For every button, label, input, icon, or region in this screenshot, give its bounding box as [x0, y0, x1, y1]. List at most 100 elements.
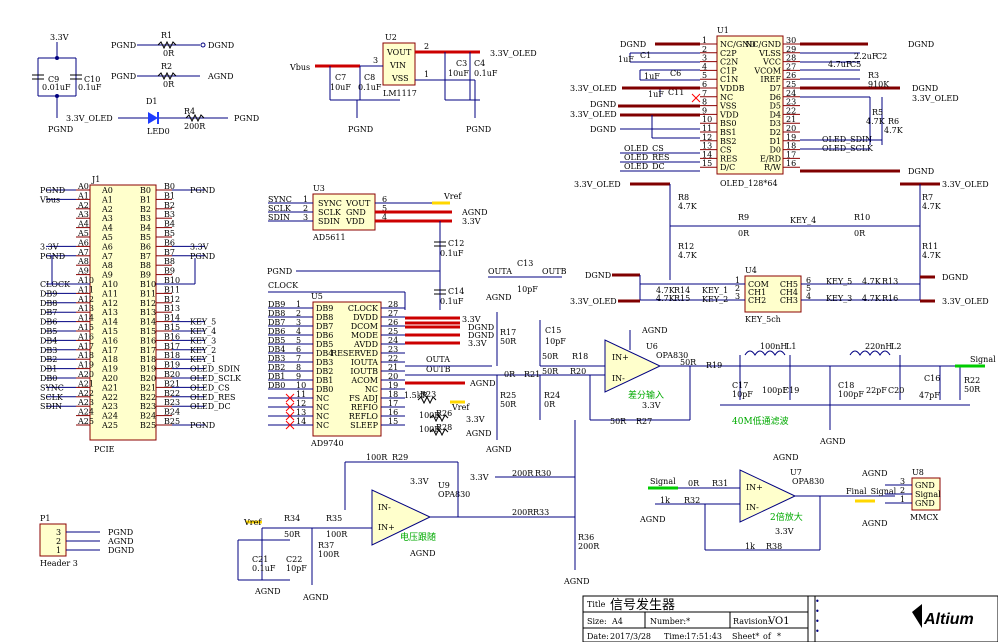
j1-pin-a-label: A22 [101, 393, 118, 402]
r34-ref: R34 [284, 514, 300, 523]
r2-value: 0R [163, 80, 175, 89]
r35-value: 100R [326, 530, 348, 539]
u1-pin-num: 10 [702, 115, 712, 124]
j1-pin-b-label: B11 [140, 289, 156, 298]
u1-pin-num: 4 [702, 62, 707, 71]
r27-value: 50R [610, 417, 627, 426]
p1-pin-num: 2 [56, 537, 61, 546]
j1-net-b: OLED_SDIN [190, 365, 240, 374]
j1-net-a: SYNC [40, 383, 64, 392]
u5-pin-num: 8 [296, 363, 301, 372]
r5-ref: R5 [872, 108, 883, 117]
j1-pin-a: A14 [77, 314, 94, 323]
u3-net: SDIN [268, 213, 290, 222]
time-label: Time: [664, 632, 687, 641]
u4-pin-num: 1 [735, 276, 740, 285]
dgnd-label: DGND [468, 323, 494, 332]
u3-pin-name: GND [346, 208, 366, 217]
u7-part: OPA830 [792, 477, 824, 486]
c5-value: 4.7uF [828, 60, 852, 69]
u5-pin-num: 19 [388, 381, 398, 390]
j1-pin-b-label: B1 [140, 195, 151, 204]
u5-pin-num: 17 [388, 399, 398, 408]
v33-label: 3.3V [462, 217, 481, 226]
u5-pin-num: 13 [296, 408, 306, 417]
pgnd-label: PGND [348, 125, 373, 134]
j1-pin-b-label: B20 [140, 374, 156, 383]
p1-net: AGND [107, 537, 134, 546]
j1-pin-a-label: A24 [101, 412, 118, 421]
j1-pin-a: A17 [77, 342, 94, 351]
j1-pin-a: A16 [77, 332, 94, 341]
dgnd-label: DGND [620, 40, 646, 49]
j1-net-b: PGND [190, 421, 215, 430]
key3-label: KEY_3 [826, 294, 852, 303]
u2-pin-vout: VOUT [386, 48, 412, 57]
u9-ref: U9 [438, 481, 450, 490]
u5-pin-name: DB3 [316, 358, 333, 367]
r25-ref: R25 [500, 391, 516, 400]
u5-pin-num: 10 [296, 381, 306, 390]
final-signal-label: Final_Signal [846, 487, 897, 496]
r19-ref: R19 [706, 361, 722, 370]
nc-mark [285, 420, 295, 430]
svg-text:IN-: IN- [746, 503, 759, 512]
u4-pin-name: CH2 [748, 296, 766, 305]
j1-pin-a-label: A14 [101, 318, 118, 327]
r10-value: 0R [854, 229, 866, 238]
j1-pin-b-label: B8 [140, 261, 151, 270]
c15-value: 10pF [545, 337, 566, 346]
j1-pin-b: B24 [164, 408, 180, 417]
r33-ref: R33 [533, 508, 549, 517]
j1-pin-b-label: B25 [140, 421, 156, 430]
dgnd-label: DGND [908, 40, 934, 49]
r18-ref: R18 [572, 352, 588, 361]
u3-net: SYNC [268, 195, 292, 204]
revision-label: Ravision: [733, 617, 770, 626]
u3-pin-name: SCLK [318, 208, 342, 217]
u5-pin-name: IOUTA [351, 358, 378, 367]
u3-pin-num: 2 [303, 204, 308, 213]
u5-net: DB7 [268, 318, 285, 327]
u4-pin-num: 6 [806, 276, 811, 285]
u5-net: DB5 [268, 336, 285, 345]
u1-pin-name: C2P [720, 49, 737, 58]
u1-pin-num: 19 [786, 133, 796, 142]
u1-pin-name: C2N [720, 58, 738, 67]
r14-value: 4.7K [656, 286, 676, 295]
u1-pin-num: 12 [702, 133, 712, 142]
size-value: A4 [611, 617, 623, 626]
c16-ref: C16 [924, 374, 940, 383]
j1-pin-b-label: B12 [140, 299, 156, 308]
r15-ref: R15 [674, 294, 690, 303]
r20-ref: R20 [570, 367, 586, 376]
u1-pin-name: D4 [769, 110, 781, 119]
j1-pin-a-label: A7 [101, 252, 113, 261]
u1-pin-name: D/C [720, 163, 735, 172]
pgnd-label: PGND [267, 267, 292, 276]
agnd-label: AGND [461, 208, 488, 217]
j1-pin-a-label: A2 [101, 205, 113, 214]
u1-pin-num: 18 [786, 142, 796, 151]
svg-text:IN+: IN+ [378, 523, 395, 532]
r36-ref: R36 [578, 533, 594, 542]
j1-net-b: KEY_5 [190, 318, 216, 327]
u5-net: DB9 [268, 300, 285, 309]
v33-oled-label: 3.3V_OLED [66, 114, 113, 123]
j1-pin-b-label: B10 [140, 280, 156, 289]
j1-pin-b-label: B9 [140, 271, 151, 280]
j1-pin-a-label: A13 [101, 308, 118, 317]
u2-pin3: 3 [373, 56, 378, 65]
j1-pin-a: A20 [77, 370, 94, 379]
r8-value: 4.7K [678, 202, 698, 211]
agnd-label: AGND [641, 326, 668, 335]
dgnd-label: DGND [590, 125, 616, 134]
j1-pin-b: B1 [164, 191, 175, 200]
dgnd-label: DGND [208, 41, 234, 50]
regulator-u2: Vbus U2 VOUT VIN VSS LM1117 3 2 1 PGND P… [289, 33, 537, 134]
v33-oled-label: 3.3V_OLED [570, 110, 617, 119]
r23-value: 1.5kR [404, 391, 429, 400]
